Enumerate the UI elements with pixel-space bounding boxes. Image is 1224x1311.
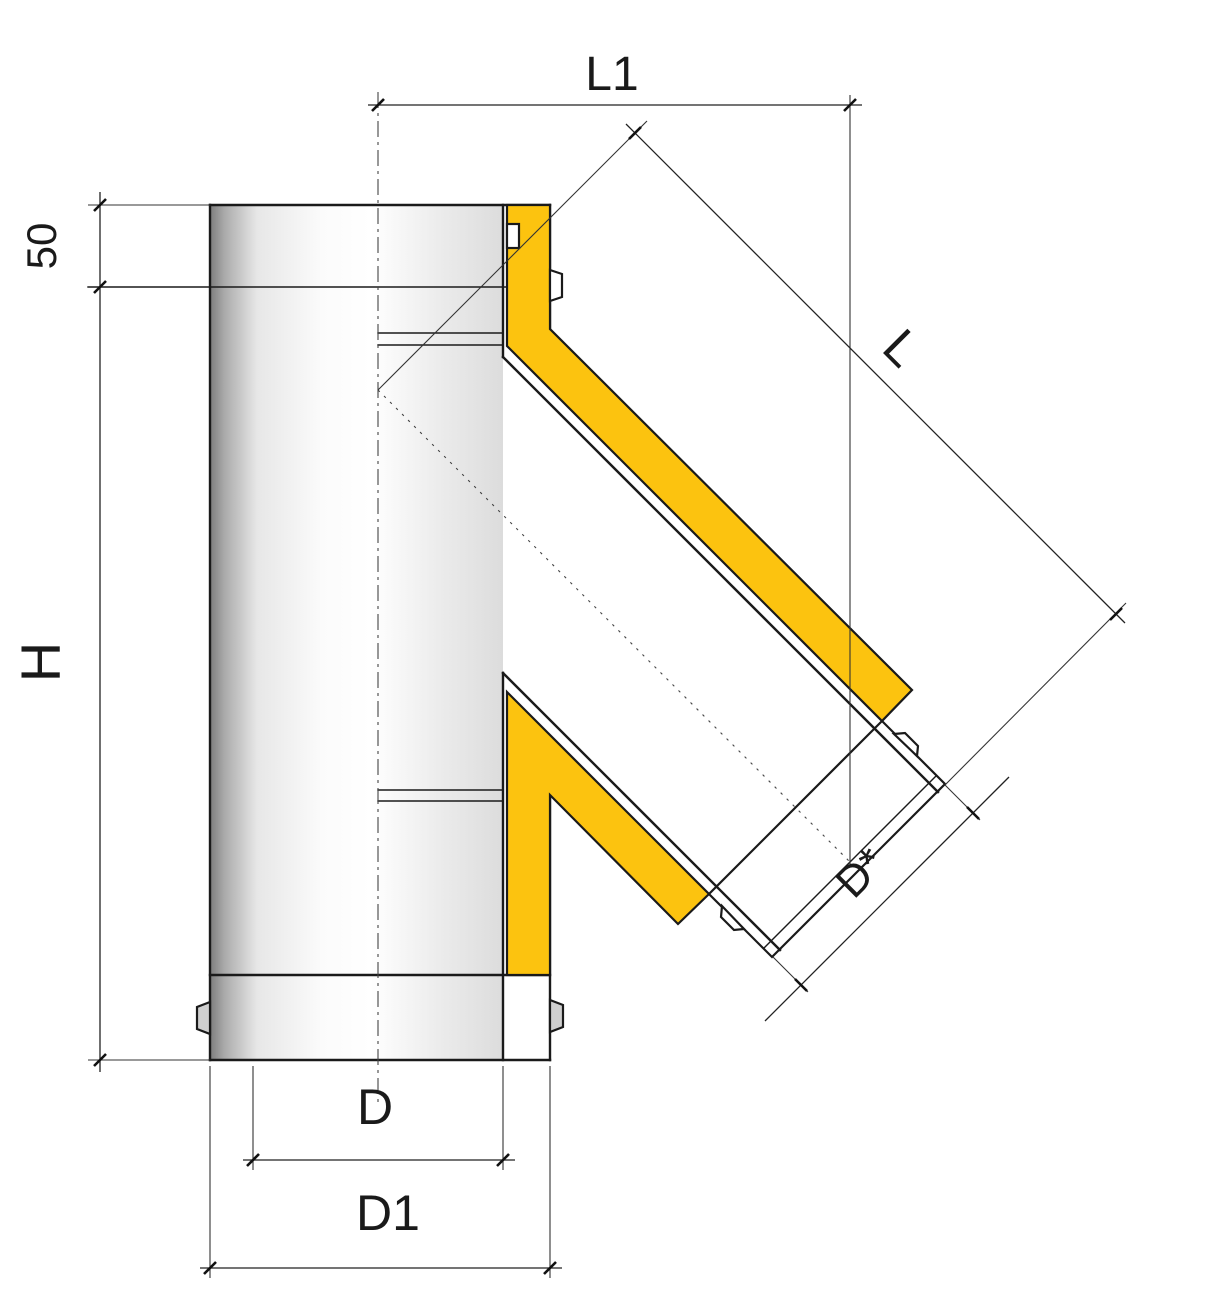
dim-label-d1: D1 (356, 1185, 420, 1241)
dim-l-tick-start (628, 126, 642, 140)
dim-l1: L1 (368, 48, 862, 864)
dim-label-50: 50 (18, 223, 65, 270)
dim-l-ext-start (377, 120, 648, 391)
branch-liner-lower-wall (501, 671, 782, 952)
dim-d-tick-right (496, 1153, 510, 1167)
dim-label-d: D (357, 1079, 393, 1135)
dim-dstar-tick-upper (966, 806, 980, 820)
dim-l-ext-end (944, 602, 1127, 786)
dim-50-tick (93, 280, 107, 294)
spigot-bead-upper (891, 731, 920, 759)
insulation-lower (505, 689, 711, 977)
dim-h-tick-top (93, 198, 107, 212)
dim-d1-tick-left (203, 1261, 217, 1275)
pipe-body (87, 203, 552, 1062)
dim-dstar-tick-lower (794, 978, 808, 992)
dim-d1-tick-right (543, 1261, 557, 1275)
clamp-lug-left (195, 1000, 212, 1036)
branch-spigot (707, 719, 947, 959)
insulation-section (505, 203, 914, 977)
dim-l1-tick-left (371, 98, 385, 112)
dim-h-50: 50 H (9, 192, 210, 1072)
socket-step-detail (548, 268, 564, 303)
dim-d1: D1 (200, 1066, 562, 1278)
pipe-cylinder (210, 205, 503, 1060)
axes (377, 92, 859, 1102)
dim-label-h: H (9, 642, 72, 682)
dim-dstar-line (764, 776, 1010, 1022)
clamp-lugs (195, 998, 565, 1036)
dim-d-tick-left (246, 1153, 260, 1167)
insulation-upper (505, 203, 914, 723)
dim-l1-tick-right (843, 98, 857, 112)
dim-label-l: L (872, 318, 931, 377)
dim-h-tick-bottom (93, 1053, 107, 1067)
spigot-bead-lower (719, 903, 747, 932)
branch-liner-upper-wall (501, 355, 940, 794)
dim-label-l1: L1 (585, 48, 638, 101)
dim-d: D (243, 1066, 515, 1170)
dim-l-tick-end (1109, 607, 1123, 621)
top-notch-detail (505, 222, 521, 250)
branch (501, 355, 947, 959)
dim-l-line (625, 123, 1126, 624)
clamp-lug-right (548, 998, 565, 1034)
